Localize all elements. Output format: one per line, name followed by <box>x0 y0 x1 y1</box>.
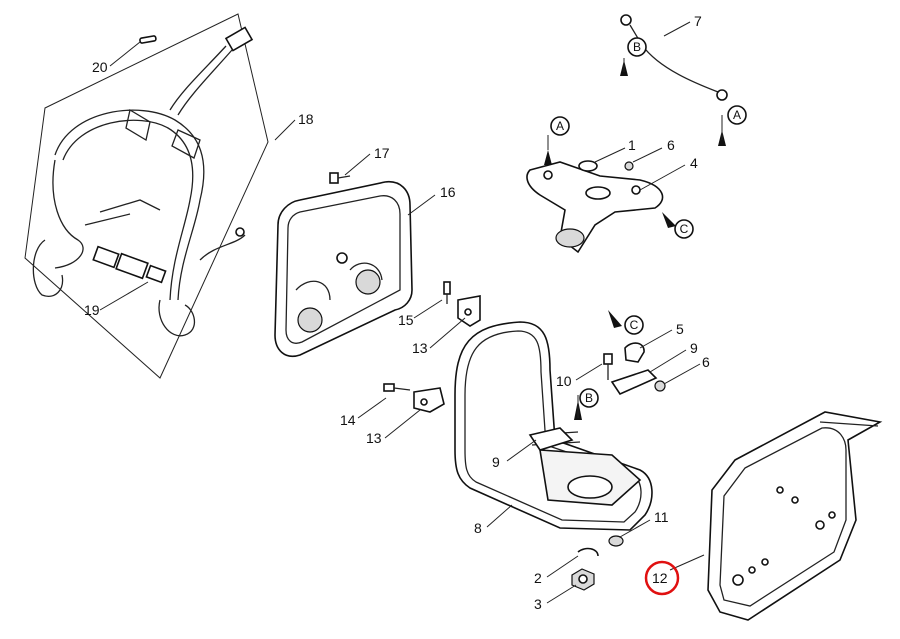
back-plate <box>707 411 883 621</box>
ref-marker-c2: C <box>624 315 644 335</box>
bracket-lower <box>383 383 445 413</box>
ref-marker-b2: B <box>579 388 599 408</box>
ground-wire <box>620 14 728 101</box>
washer-2 <box>577 547 599 557</box>
screw-17 <box>329 172 351 184</box>
leader-lines <box>99 21 705 604</box>
frame <box>454 321 653 531</box>
callout-2: 2 <box>534 570 542 586</box>
svg-text:B: B <box>585 391 593 405</box>
callout-20: 20 <box>92 59 108 75</box>
harness-strap-left <box>54 109 205 301</box>
callout-9-left: 9 <box>492 454 500 470</box>
svg-text:A: A <box>733 108 741 122</box>
back-pad <box>274 180 413 357</box>
buckle <box>92 245 167 284</box>
callout-6-upper: 6 <box>667 137 675 153</box>
callout-11: 11 <box>654 509 669 525</box>
callout-labels: 20 18 19 17 16 15 13 14 13 7 1 6 4 5 9 1… <box>84 13 710 612</box>
callout-8: 8 <box>474 520 482 536</box>
harness-box <box>24 13 269 379</box>
ref-marker-a2: A <box>727 105 747 125</box>
ref-marker-a1: A <box>550 116 570 136</box>
callout-4: 4 <box>690 155 698 171</box>
callout-13-upper: 13 <box>412 340 428 356</box>
callout-19: 19 <box>84 302 100 318</box>
callout-6-lower: 6 <box>702 354 710 370</box>
ref-marker-c1: C <box>674 219 694 239</box>
nut-6a <box>624 161 634 171</box>
ref-arrows <box>544 58 726 420</box>
clamp <box>603 342 666 396</box>
nut-3 <box>571 568 595 591</box>
top-mount <box>526 161 664 254</box>
nut-11 <box>608 535 624 547</box>
bracket-upper <box>443 281 481 327</box>
harness-group <box>24 13 269 379</box>
callout-9-right: 9 <box>690 340 698 356</box>
bracket-9b <box>528 427 574 451</box>
callout-13-lower: 13 <box>366 430 382 446</box>
callout-1: 1 <box>628 137 636 153</box>
callout-15: 15 <box>398 312 414 328</box>
svg-text:C: C <box>680 222 689 236</box>
callout-18: 18 <box>298 111 314 127</box>
callout-7: 7 <box>694 13 702 29</box>
callout-16: 16 <box>440 184 456 200</box>
callout-10: 10 <box>556 373 572 389</box>
washer-1 <box>578 160 598 172</box>
strap-pin <box>139 35 157 44</box>
callout-5: 5 <box>676 321 684 337</box>
callout-17: 17 <box>374 145 390 161</box>
callout-3: 3 <box>534 596 542 612</box>
svg-text:C: C <box>630 318 639 332</box>
highlight-ring <box>644 560 680 596</box>
callout-14: 14 <box>340 412 356 428</box>
ref-marker-b1: B <box>627 37 647 57</box>
callout-12: 12 <box>652 570 668 586</box>
svg-text:A: A <box>556 119 564 133</box>
svg-text:B: B <box>633 40 641 54</box>
